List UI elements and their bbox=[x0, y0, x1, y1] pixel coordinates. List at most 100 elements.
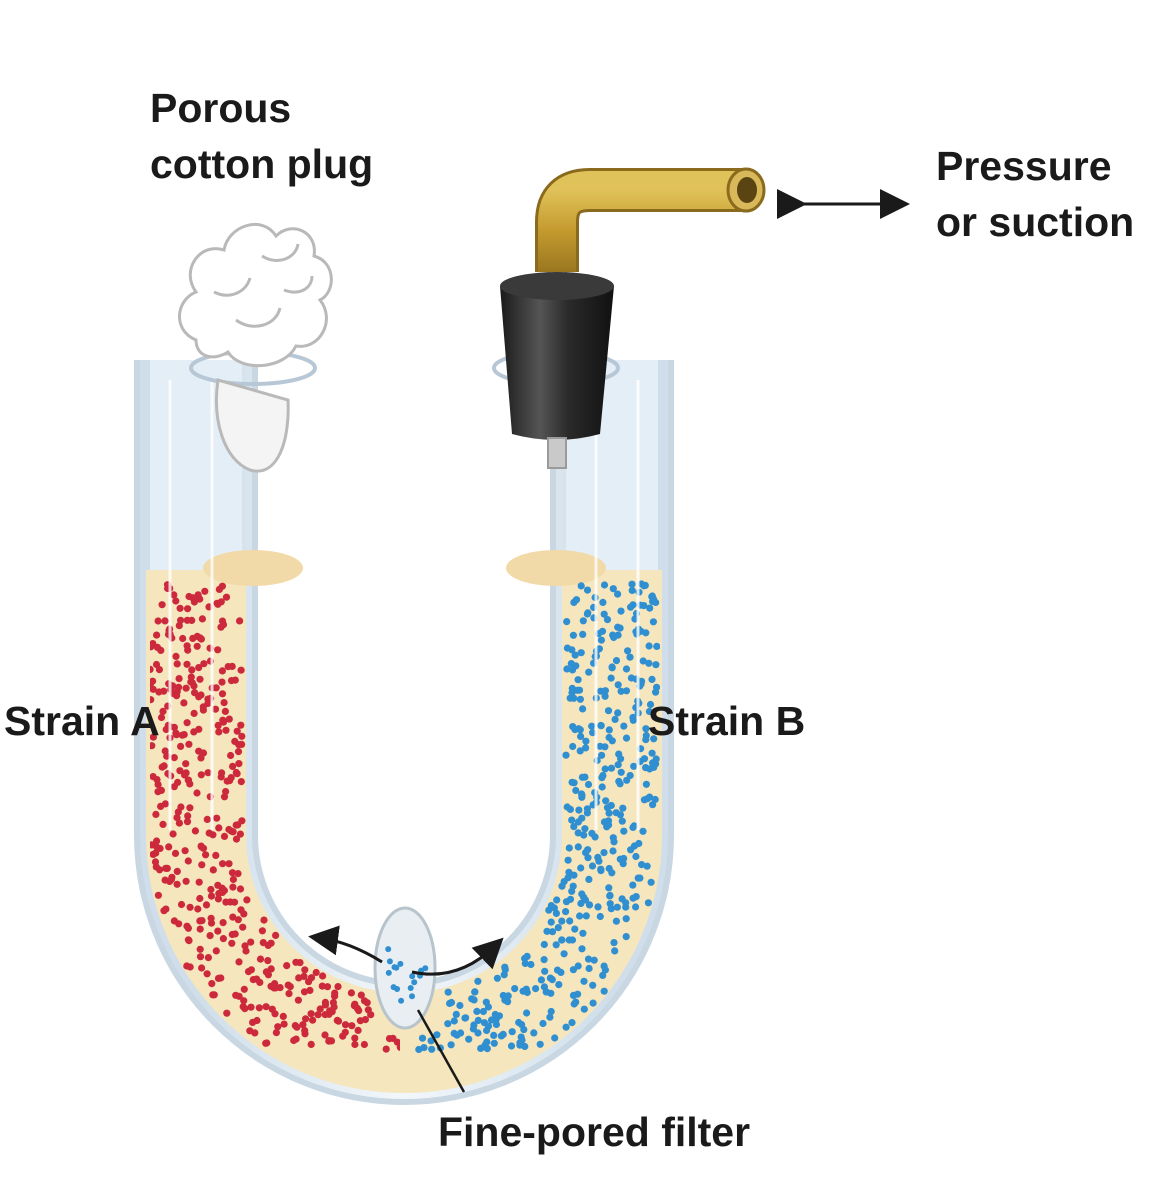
cell bbox=[150, 685, 157, 693]
cell bbox=[507, 1042, 516, 1050]
cell bbox=[203, 970, 211, 978]
cell bbox=[212, 947, 220, 955]
cell bbox=[540, 956, 548, 964]
cell bbox=[605, 726, 613, 734]
cell bbox=[264, 971, 272, 979]
cell bbox=[246, 1027, 254, 1035]
cell bbox=[295, 974, 303, 982]
cell bbox=[574, 676, 582, 684]
cell bbox=[652, 661, 660, 669]
cell bbox=[219, 935, 227, 943]
cell bbox=[267, 939, 275, 947]
cell bbox=[433, 1031, 441, 1039]
cell bbox=[574, 818, 583, 826]
cell bbox=[473, 1007, 481, 1016]
cell bbox=[195, 664, 203, 672]
cell bbox=[170, 754, 178, 762]
filter-cell bbox=[385, 946, 392, 953]
cell bbox=[264, 957, 272, 965]
cell bbox=[171, 849, 180, 858]
cell bbox=[582, 912, 590, 920]
cell bbox=[575, 725, 583, 733]
cell bbox=[610, 633, 618, 642]
cell bbox=[215, 824, 223, 832]
cell bbox=[574, 829, 582, 837]
cell bbox=[208, 980, 216, 988]
cell bbox=[184, 812, 192, 820]
cell bbox=[428, 1045, 436, 1053]
cell bbox=[574, 962, 582, 970]
cell bbox=[212, 851, 220, 860]
cell bbox=[229, 883, 237, 891]
cell bbox=[546, 1013, 554, 1021]
pressure-label-line1: Pressure bbox=[936, 143, 1112, 189]
cell bbox=[596, 912, 604, 921]
cell bbox=[610, 939, 618, 947]
cell bbox=[543, 927, 551, 935]
cell bbox=[339, 1032, 347, 1040]
cell bbox=[354, 1026, 362, 1034]
cell bbox=[532, 985, 540, 993]
cell bbox=[169, 830, 177, 838]
cell bbox=[166, 877, 174, 886]
cell bbox=[620, 854, 628, 863]
cell bbox=[632, 903, 640, 911]
cell bbox=[172, 597, 180, 605]
cell bbox=[219, 621, 228, 629]
cell bbox=[585, 964, 593, 973]
cell bbox=[218, 582, 226, 590]
cell bbox=[211, 705, 220, 713]
cell bbox=[162, 725, 170, 734]
cell bbox=[568, 1019, 576, 1027]
cell bbox=[228, 869, 237, 877]
cell bbox=[627, 846, 635, 854]
cell bbox=[567, 660, 575, 668]
cell bbox=[351, 1040, 359, 1049]
cell bbox=[161, 617, 169, 625]
cell bbox=[527, 960, 535, 969]
cell bbox=[306, 986, 314, 995]
cell bbox=[600, 962, 608, 970]
cell bbox=[530, 1029, 538, 1037]
cell bbox=[560, 950, 568, 958]
cell bbox=[638, 861, 646, 869]
cell bbox=[615, 777, 623, 786]
cell bbox=[235, 992, 243, 1000]
cell bbox=[585, 668, 593, 676]
cell bbox=[457, 1029, 465, 1037]
cell bbox=[568, 666, 577, 674]
cell bbox=[283, 962, 291, 970]
cell bbox=[565, 844, 573, 852]
cell bbox=[153, 843, 161, 851]
cell bbox=[580, 831, 588, 839]
cell bbox=[491, 1010, 499, 1019]
cell bbox=[262, 1039, 270, 1047]
pressure-label: Pressure or suction bbox=[936, 138, 1134, 250]
cell bbox=[193, 642, 201, 650]
cell bbox=[225, 715, 233, 723]
cell bbox=[196, 595, 204, 603]
cell bbox=[228, 939, 236, 947]
cell bbox=[196, 894, 204, 903]
cell bbox=[174, 778, 182, 787]
cell bbox=[217, 598, 225, 606]
cell bbox=[648, 749, 656, 757]
cell bbox=[490, 1039, 498, 1047]
cell bbox=[202, 851, 210, 859]
cell bbox=[241, 1005, 249, 1013]
cell bbox=[590, 956, 598, 964]
cell bbox=[183, 719, 191, 727]
cell bbox=[474, 977, 482, 985]
cell bbox=[150, 850, 157, 858]
cell bbox=[607, 674, 615, 682]
cell bbox=[479, 1007, 487, 1016]
cell bbox=[517, 1033, 525, 1041]
cell bbox=[159, 820, 167, 829]
cell bbox=[241, 942, 249, 950]
cell bbox=[452, 1010, 460, 1019]
cell bbox=[237, 721, 245, 729]
cell bbox=[605, 733, 613, 742]
cell bbox=[272, 931, 280, 940]
cell bbox=[316, 1005, 324, 1013]
cell bbox=[504, 998, 512, 1006]
